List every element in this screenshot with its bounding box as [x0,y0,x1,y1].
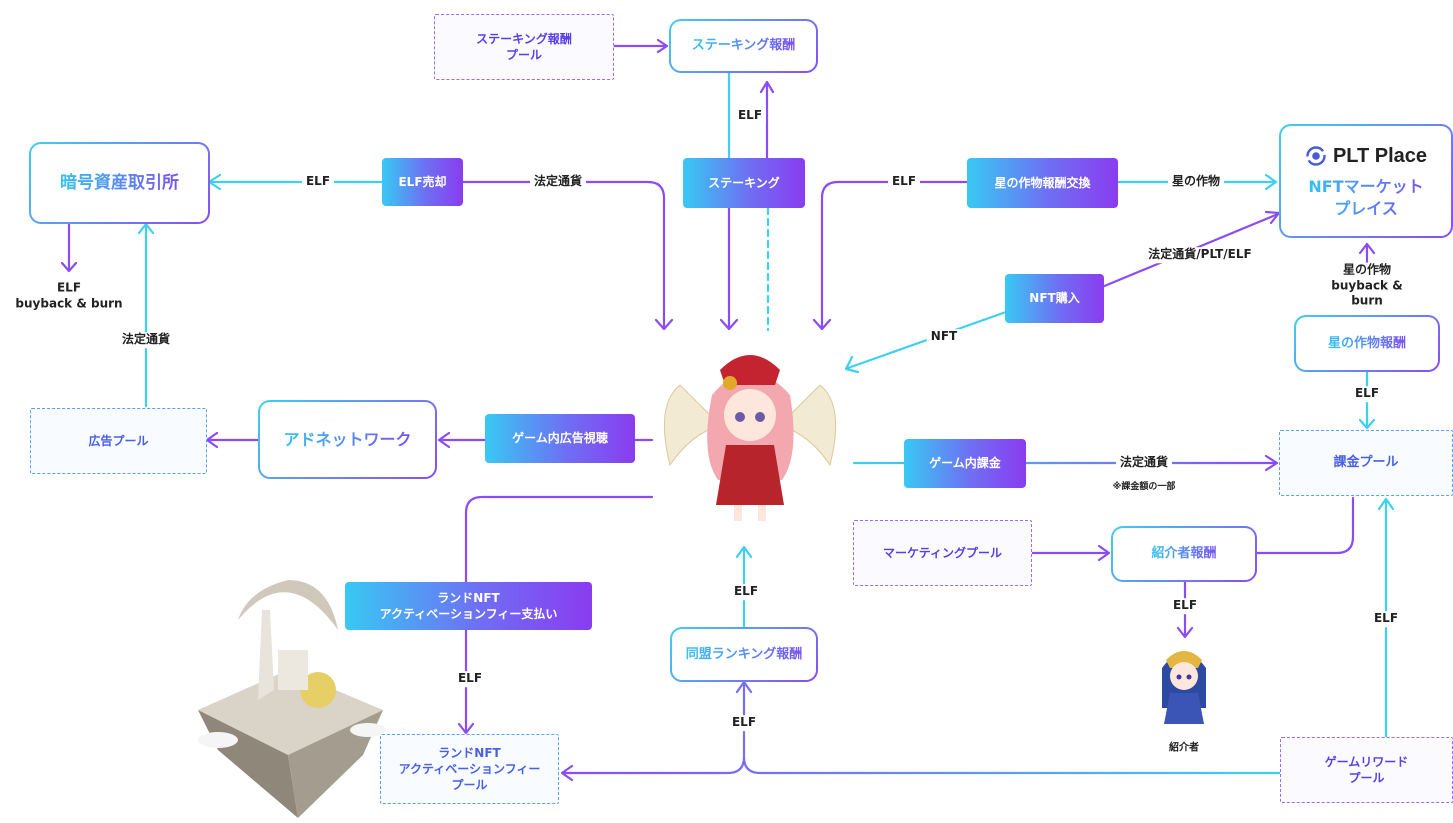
line-chargepool-to-referrer-reward [1255,496,1355,555]
arrow-staking-to-center [719,206,739,331]
nft-purchase-pill: NFT購入 [1005,274,1104,323]
referrer-reward-box: 紹介者報酬 [1111,526,1257,582]
plt-place-brand: PLT Place [1305,143,1427,170]
plt-place-text: PLT Place [1332,144,1428,167]
plt-logo-icon [1306,146,1326,167]
ad-pool: 広告プール [30,408,207,474]
label-elf-ranking-up: ELF [729,584,763,600]
label-elf-game-reward: ELF [1369,611,1403,627]
line-center-to-landpay [464,495,654,584]
referrer-reward-label: 紹介者報酬 [1151,546,1217,562]
star-crop-reward-label: 星の作物報酬 [1327,335,1406,351]
label-elf-land: ELF [453,671,487,687]
elf-sell-pill: ELF売却 [382,158,463,206]
staking-reward-pool: ステーキング報酬 プール [434,14,614,80]
ingame-charge-pill: ゲーム内課金 [904,439,1026,488]
arrow-adpool-to-exchange [137,222,155,408]
arrow-elfsell-to-center [461,180,674,331]
label-charge-note: ※課金額の一部 [1112,482,1176,494]
land-activation-pay-pill: ランドNFT アクティベーションフィー支払い [345,582,592,630]
arrow-burn-to-market [1358,242,1376,264]
alliance-ranking-reward-label: 同盟ランキング報酬 [685,646,803,662]
label-nft: NFT [926,329,962,345]
crypto-exchange-label: 暗号資産取引所 [60,172,179,193]
referrer-caption: 紹介者 [1169,741,1199,755]
knight-girl-illustration [1162,651,1206,724]
label-fiat-charge: 法定通貨 [1115,455,1173,471]
star-crop-reward-box: 星の作物報酬 [1294,315,1440,372]
arrow-pool-to-staking-reward [612,38,669,54]
staking-pill: ステーキング [683,158,805,208]
label-fiat-plt-elf: 法定通貨/PLT/ELF [1144,247,1256,263]
angel-character-illustration [663,355,837,521]
label-fiat-exchange: 法定通貨 [117,332,175,348]
label-elf-exchange: ELF [301,174,335,190]
staking-reward-box: ステーキング報酬 [669,19,818,73]
label-elf-referrer: ELF [1168,598,1202,614]
arrow-staking-to-reward [759,80,775,162]
arrow-exchange-burn [60,220,78,273]
crypto-exchange-box: 暗号資産取引所 [29,142,210,224]
arrow-gamereward-to-landpool [560,680,1282,782]
ingame-ad-view-pill: ゲーム内広告視聴 [485,414,635,463]
staking-reward-label: ステーキング報酬 [691,38,796,54]
nft-marketplace-label: NFTマーケット プレイス [1308,176,1424,218]
arrow-marketing-to-referrer-reward [1030,544,1111,562]
star-crop-exchange-pill: 星の作物報酬交換 [967,158,1118,208]
arrow-adnetwork-to-adpool [205,431,260,449]
label-fiat-sell: 法定通貨 [529,174,587,190]
floating-castle-island-illustration [198,580,386,818]
arrow-crop-to-center [812,180,969,331]
label-star-crop: 星の作物 [1167,174,1225,190]
alliance-ranking-reward-box: 同盟ランキング報酬 [670,627,818,682]
ad-network-label: アドネットワーク [283,429,412,449]
label-crop-burn: 星の作物 buyback & burn [1324,262,1410,310]
game-reward-pool: ゲームリワード プール [1280,737,1453,803]
nft-marketplace-box: PLT Place NFTマーケット プレイス [1279,124,1453,238]
label-elf-crop: ELF [887,174,921,190]
marketing-pool: マーケティングプール [853,520,1032,586]
label-elf-staking: ELF [733,108,767,124]
ad-network-box: アドネットワーク [258,400,437,479]
label-elf-burn: ELF buyback & burn [11,280,127,312]
charge-pool: 課金プール [1279,430,1453,496]
label-elf-ranking: ELF [727,715,761,731]
arrow-elfsell-to-exchange [207,173,384,191]
land-activation-pool: ランドNFT アクティベーションフィー プール [380,734,559,804]
label-elf-crop-reward: ELF [1350,386,1384,402]
